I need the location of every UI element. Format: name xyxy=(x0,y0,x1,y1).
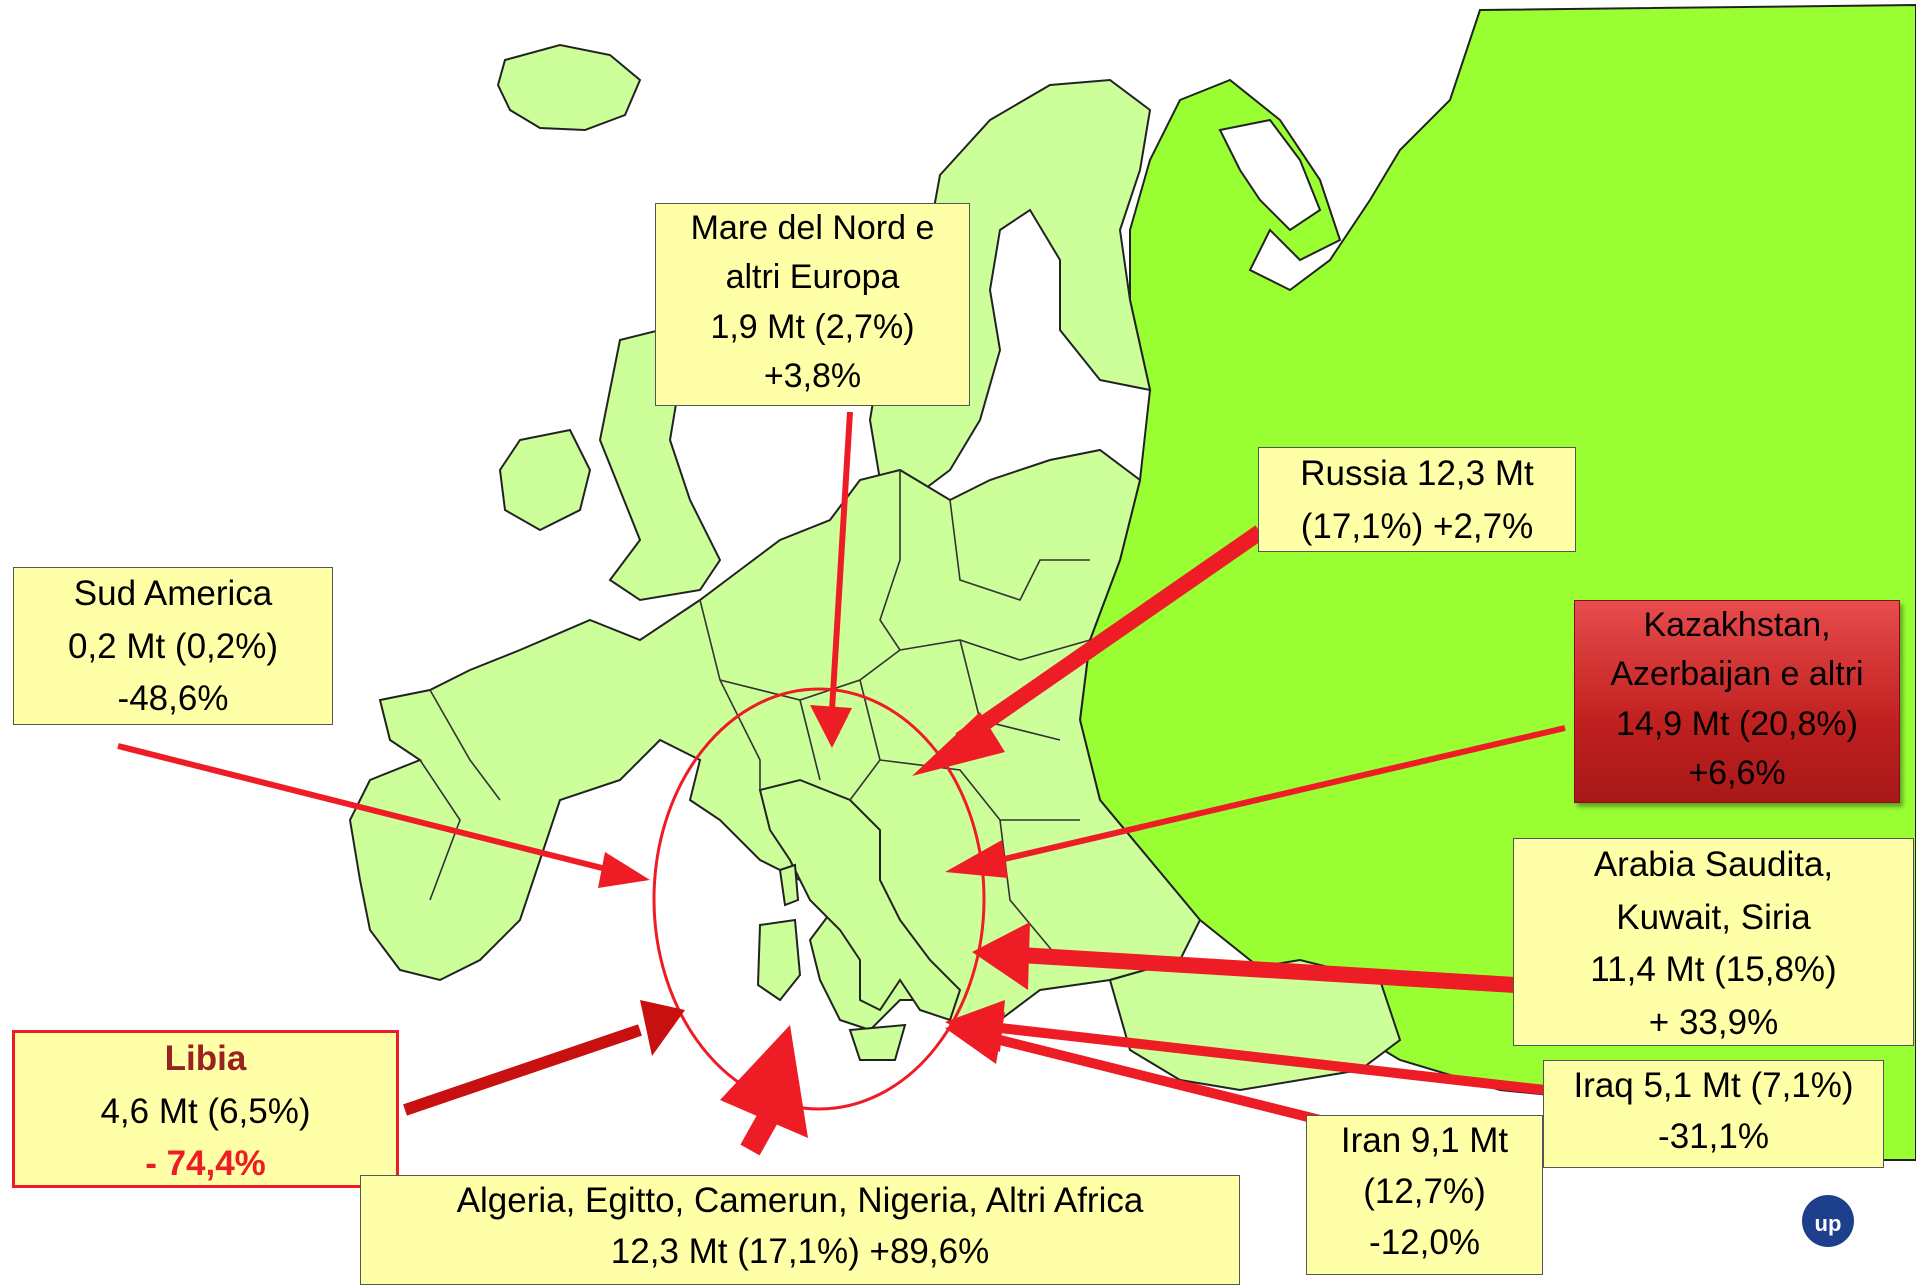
sicily xyxy=(848,1023,907,1061)
label-line: 14,9 Mt (20,8%) xyxy=(1616,704,1858,743)
label-line: Russia 12,3 Mt xyxy=(1300,454,1534,493)
label-mare-del-nord: Mare del Nord e altri Europa 1,9 Mt (2,7… xyxy=(655,203,970,406)
label-line: +3,8% xyxy=(763,356,862,395)
label-kazakhstan: Kazakhstan, Azerbaijan e altri 14,9 Mt (… xyxy=(1574,600,1900,803)
up-logo: up xyxy=(1802,1195,1854,1247)
label-iraq: Iraq 5,1 Mt (7,1%) -31,1% xyxy=(1543,1060,1884,1168)
label-line: (17,1%) +2,7% xyxy=(1300,506,1534,546)
label-russia: Russia 12,3 Mt (17,1%) +2,7% xyxy=(1258,447,1576,552)
label-libia: Libia 4,6 Mt (6,5%) - 74,4% xyxy=(12,1030,399,1188)
label-line: +6,6% xyxy=(1688,753,1786,792)
label-line: 1,9 Mt (2,7%) xyxy=(710,307,915,346)
label-line: altri Europa xyxy=(725,258,900,297)
label-line: + 33,9% xyxy=(1648,1002,1779,1042)
label-line: Algeria, Egitto, Camerun, Nigeria, Altri… xyxy=(456,1181,1144,1220)
label-line: -48,6% xyxy=(117,679,229,718)
continental-europe xyxy=(348,448,1202,1032)
italy-highlight-ellipse xyxy=(652,687,986,1111)
label-africa: Algeria, Egitto, Camerun, Nigeria, Altri… xyxy=(360,1175,1240,1285)
ireland xyxy=(498,428,592,532)
label-line: (12,7%) xyxy=(1363,1171,1486,1211)
label-line: 4,6 Mt (6,5%) xyxy=(100,1091,311,1131)
white-sea xyxy=(1218,118,1322,232)
label-line: Azerbaijan e altri xyxy=(1610,655,1864,694)
label-line: Iran 9,1 Mt xyxy=(1340,1121,1509,1160)
label-line: -31,1% xyxy=(1658,1116,1769,1156)
iceland xyxy=(496,43,642,132)
label-line: Sud America xyxy=(73,574,273,613)
label-line: Kuwait, Siria xyxy=(1616,897,1811,937)
sardinia xyxy=(756,918,802,1002)
label-line: Iraq 5,1 Mt (7,1%) xyxy=(1573,1066,1854,1105)
corsica xyxy=(778,863,800,907)
label-arabia-saudita: Arabia Saudita, Kuwait, Siria 11,4 Mt (1… xyxy=(1513,838,1914,1046)
label-line: 0,2 Mt (0,2%) xyxy=(67,626,279,666)
label-iran: Iran 9,1 Mt (12,7%) -12,0% xyxy=(1306,1115,1543,1275)
italy xyxy=(758,778,962,1022)
label-line: Libia xyxy=(164,1039,247,1078)
label-line: - 74,4% xyxy=(145,1144,266,1183)
arrows xyxy=(117,411,1566,1156)
label-line: 11,4 Mt (15,8%) xyxy=(1590,950,1837,989)
label-sud-america: Sud America 0,2 Mt (0,2%) -48,6% xyxy=(13,567,333,725)
label-line: Arabia Saudita, xyxy=(1593,845,1834,884)
label-line: Kazakhstan, xyxy=(1643,606,1831,644)
label-line: Mare del Nord e xyxy=(690,209,935,247)
label-line: 12,3 Mt (17,1%) +89,6% xyxy=(610,1231,990,1271)
label-line: -12,0% xyxy=(1369,1222,1480,1262)
